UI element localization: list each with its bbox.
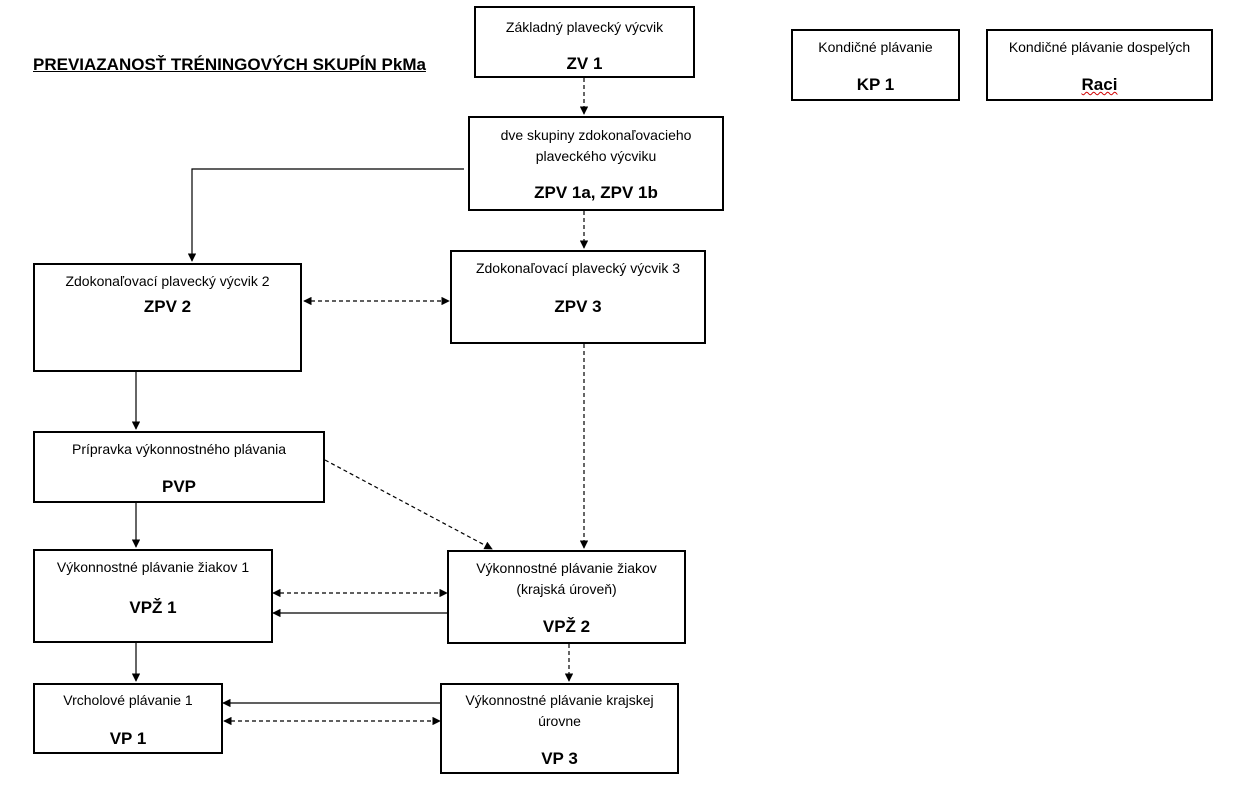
box-zpv2: Zdokonaľovací plavecký výcvik 2 ZPV 2	[33, 263, 302, 372]
arrow-pvp-vpz2	[324, 459, 493, 550]
box-pvp-code: PVP	[161, 477, 197, 496]
box-zpv1-code: ZPV 1a, ZPV 1b	[534, 183, 658, 202]
arrow-zpv1-zpv2	[187, 168, 464, 262]
box-vp1-code: VP 1	[109, 729, 147, 748]
box-zpv1-desc-line2: plaveckého výcviku	[535, 148, 657, 164]
box-zv1-desc: Základný plavecký výcvik	[505, 19, 664, 35]
box-kp1-desc: Kondičné plávanie	[818, 39, 933, 55]
box-pvp-desc: Prípravka výkonnostného plávania	[71, 441, 287, 457]
box-vpz1-desc: Výkonnostné plávanie žiakov 1	[56, 559, 250, 575]
box-zv1-code: ZV 1	[566, 54, 603, 73]
box-zv1: Základný plavecký výcvik ZV 1	[474, 6, 695, 78]
box-vpz1-code: VPŽ 1	[129, 598, 177, 617]
box-zpv3-code: ZPV 3	[554, 297, 602, 316]
box-raci: Kondičné plávanie dospelých Raci	[986, 29, 1213, 101]
box-vpz2-desc-line2: (krajská úroveň)	[516, 581, 617, 597]
diagram-title: PREVIAZANOSŤ TRÉNINGOVÝCH SKUPÍN PkMa	[33, 55, 426, 74]
box-vp3-desc-line1: Výkonnostné plávanie krajskej	[465, 692, 654, 708]
box-zpv3: Zdokonaľovací plavecký výcvik 3 ZPV 3	[450, 250, 706, 344]
box-vp1: Vrcholové plávanie 1 VP 1	[33, 683, 223, 754]
box-raci-desc: Kondičné plávanie dospelých	[1008, 39, 1191, 55]
box-vp1-desc: Vrcholové plávanie 1	[63, 692, 193, 708]
box-kp1: Kondičné plávanie KP 1	[791, 29, 960, 101]
box-zpv1: dve skupiny zdokonaľovacieho plaveckého …	[468, 116, 724, 211]
box-zpv3-desc: Zdokonaľovací plavecký výcvik 3	[475, 260, 681, 276]
box-zpv2-desc: Zdokonaľovací plavecký výcvik 2	[65, 273, 270, 289]
box-vp3-desc-line2: úrovne	[538, 713, 581, 729]
box-zpv2-code: ZPV 2	[143, 297, 192, 316]
box-raci-code: Raci	[1081, 75, 1118, 94]
box-vpz2: Výkonnostné plávanie žiakov (krajská úro…	[447, 550, 686, 644]
box-vpz2-desc-line1: Výkonnostné plávanie žiakov	[476, 560, 657, 576]
box-vp3: Výkonnostné plávanie krajskej úrovne VP …	[440, 683, 679, 774]
box-zpv1-desc-line1: dve skupiny zdokonaľovacieho	[500, 127, 692, 143]
box-vpz2-code: VPŽ 2	[542, 617, 591, 636]
box-vpz1: Výkonnostné plávanie žiakov 1 VPŽ 1	[33, 549, 273, 643]
box-vp3-code: VP 3	[541, 749, 578, 768]
box-pvp: Prípravka výkonnostného plávania PVP	[33, 431, 325, 503]
box-kp1-code: KP 1	[856, 75, 895, 94]
